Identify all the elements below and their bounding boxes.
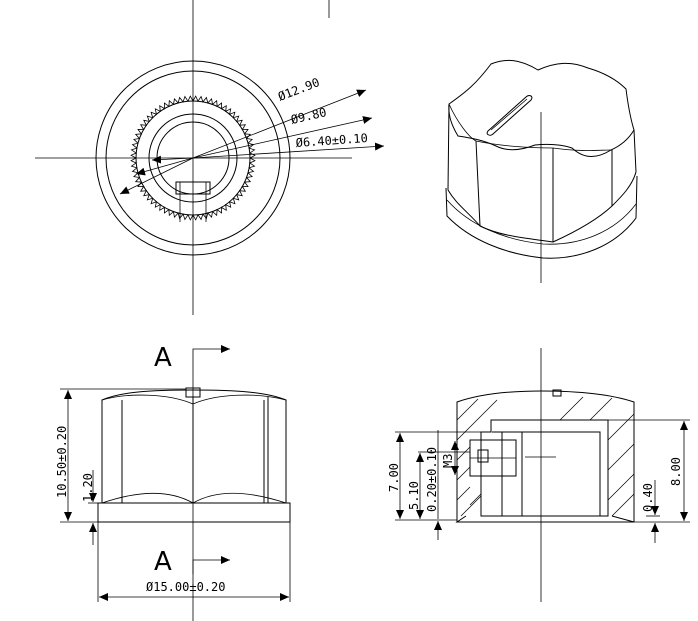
leader-dia-mid <box>192 116 373 159</box>
section-base <box>455 515 635 523</box>
iso-edge-1 <box>447 103 450 191</box>
label-height-8: 8.00 <box>669 457 683 486</box>
skirt-circle <box>105 70 281 246</box>
leader-dia-bore-back <box>151 155 194 164</box>
section-insert <box>501 431 523 517</box>
label-height-total: 10.50±0.20 <box>55 426 69 498</box>
set-screw-boss <box>175 181 211 195</box>
iso-flute-bottom <box>447 171 637 243</box>
outer-circle <box>95 60 291 256</box>
section-hatch-left <box>456 398 498 517</box>
iso-skirt-edge <box>446 199 637 245</box>
iso-skirt <box>445 175 638 259</box>
section-letter-bottom: A <box>154 547 172 577</box>
front-flute-top <box>101 394 287 405</box>
label-dia-outer: Ø12.90 <box>276 75 321 104</box>
iso-flute-top-band <box>448 103 613 151</box>
label-insert-tol: 0.20±0.10 <box>425 447 439 512</box>
section-letter-top: A <box>154 343 172 373</box>
section-arrow-bottom <box>192 556 230 574</box>
front-body <box>101 389 287 504</box>
front-view: A A 10.50±0.20 1.20 Ø15.00±0.20 <box>55 343 291 621</box>
front-skirt <box>97 502 291 523</box>
leader-dia-outer <box>192 89 367 159</box>
section-hatch-right <box>559 396 635 517</box>
label-base-diameter: Ø15.00±0.20 <box>146 580 225 594</box>
leader-dia-bore <box>192 142 385 159</box>
label-skirt-height: 1.20 <box>81 473 95 502</box>
section-arrow-top <box>192 345 230 372</box>
iso-edge-5 <box>633 129 637 173</box>
label-base-gap: 0.40 <box>641 483 655 512</box>
label-dia-bore: Ø6.40±0.10 <box>295 131 368 150</box>
iso-edge-2 <box>475 140 481 227</box>
knurl-inner-circle <box>135 100 251 216</box>
mid-circle <box>148 113 238 203</box>
section-set-screw <box>477 449 489 463</box>
leader-dia-outer-back <box>119 157 194 195</box>
leader-dia-mid-back <box>135 157 194 176</box>
label-depth-5: 5.10 <box>407 481 421 510</box>
label-depth-7: 7.00 <box>387 463 401 492</box>
section-cavity <box>480 419 609 517</box>
iso-pointer-slot <box>486 95 533 136</box>
iso-view <box>445 59 638 283</box>
section-cavity-inner <box>492 431 601 516</box>
top-view: Ø12.90 Ø9.80 Ø6.40±0.10 <box>35 0 385 315</box>
label-thread: M3 <box>441 454 455 468</box>
section-view: 7.00 5.10 0.20±0.10 M3 8.00 0.40 <box>387 348 690 602</box>
section-shell <box>456 390 635 523</box>
front-flute-bottom <box>101 492 287 504</box>
front-flute-lines <box>121 397 269 503</box>
section-pointer-nub <box>552 389 562 397</box>
iso-pointer-inner <box>490 98 528 131</box>
iso-top-outline <box>448 59 635 157</box>
label-dia-mid: Ø9.80 <box>290 105 328 127</box>
